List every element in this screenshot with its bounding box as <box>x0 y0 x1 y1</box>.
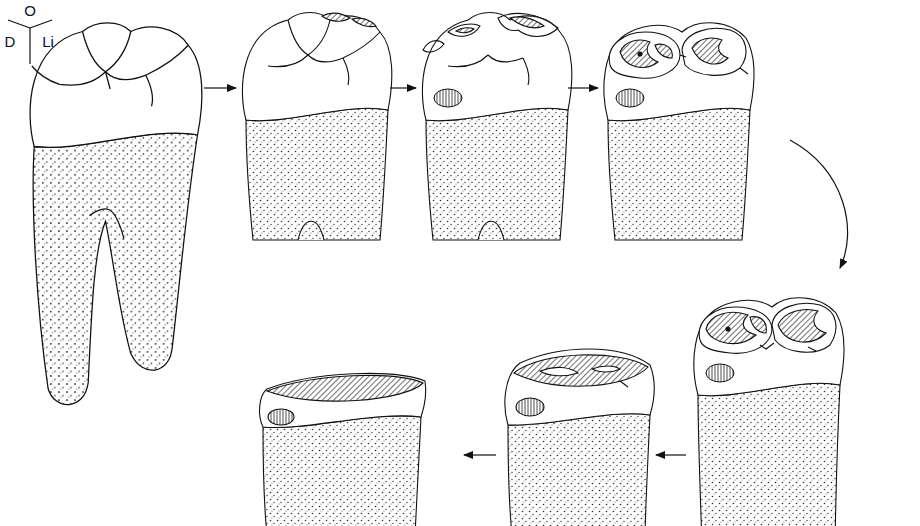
sequence-arrows <box>204 88 686 455</box>
orientation-letter: D <box>5 34 16 49</box>
sequence-arrow <box>790 140 848 268</box>
wear-stage <box>694 298 844 526</box>
wear-stage <box>242 13 391 241</box>
wear-stage <box>260 373 426 526</box>
intact-molar <box>30 23 202 405</box>
wear-stage <box>422 13 571 241</box>
orientation-letter: O <box>24 3 36 18</box>
wear-stage <box>505 349 655 526</box>
orientation-letter: Li <box>42 34 54 49</box>
wear-stage <box>604 23 754 240</box>
